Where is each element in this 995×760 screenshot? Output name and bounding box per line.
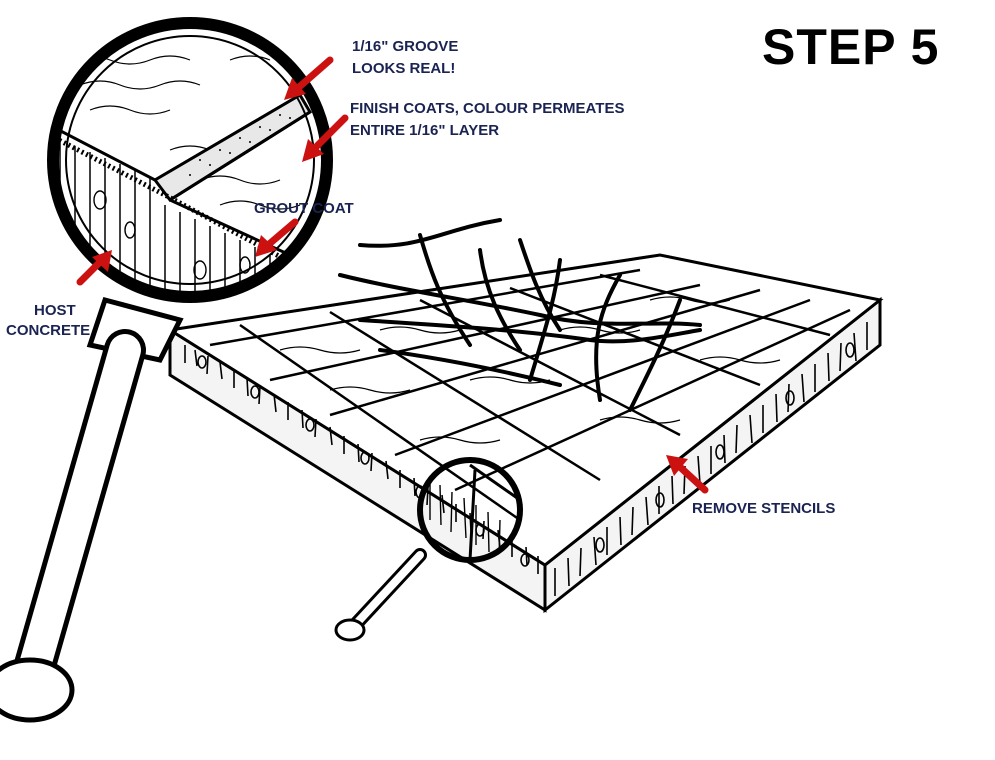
large-magnifier-lens bbox=[47, 17, 333, 303]
large-magnifier-handle bbox=[0, 296, 184, 723]
label-finish-line2: ENTIRE 1/16" LAYER bbox=[350, 122, 500, 139]
label-finish-line1: FINISH COATS, COLOUR PERMEATES bbox=[350, 100, 625, 117]
stencil-mesh bbox=[338, 218, 702, 412]
pointer-arrows bbox=[76, 56, 709, 494]
concrete-slab bbox=[165, 253, 884, 614]
arrow-finish bbox=[302, 114, 349, 162]
arrow-groove bbox=[284, 56, 334, 100]
label-groove-line1: 1/16" GROOVE bbox=[352, 38, 459, 55]
label-host-line2: CONCRETE bbox=[6, 322, 91, 339]
small-magnifier bbox=[334, 457, 523, 642]
step-title: STEP 5 bbox=[762, 19, 940, 75]
right-aggregate-texture bbox=[554, 322, 868, 596]
arrow-host bbox=[76, 250, 112, 286]
front-aggregate-texture bbox=[184, 345, 539, 574]
arrow-grout bbox=[255, 218, 299, 257]
arrow-remove bbox=[666, 455, 709, 494]
label-host-line1: HOST bbox=[34, 302, 76, 319]
surface-texture bbox=[279, 296, 781, 444]
label-groove-line2: LOOKS REAL! bbox=[352, 60, 456, 77]
label-remove-stencils: REMOVE STENCILS bbox=[692, 500, 836, 517]
grout-line-grid bbox=[209, 268, 851, 522]
label-grout-coat: GROUT COAT bbox=[254, 200, 354, 217]
